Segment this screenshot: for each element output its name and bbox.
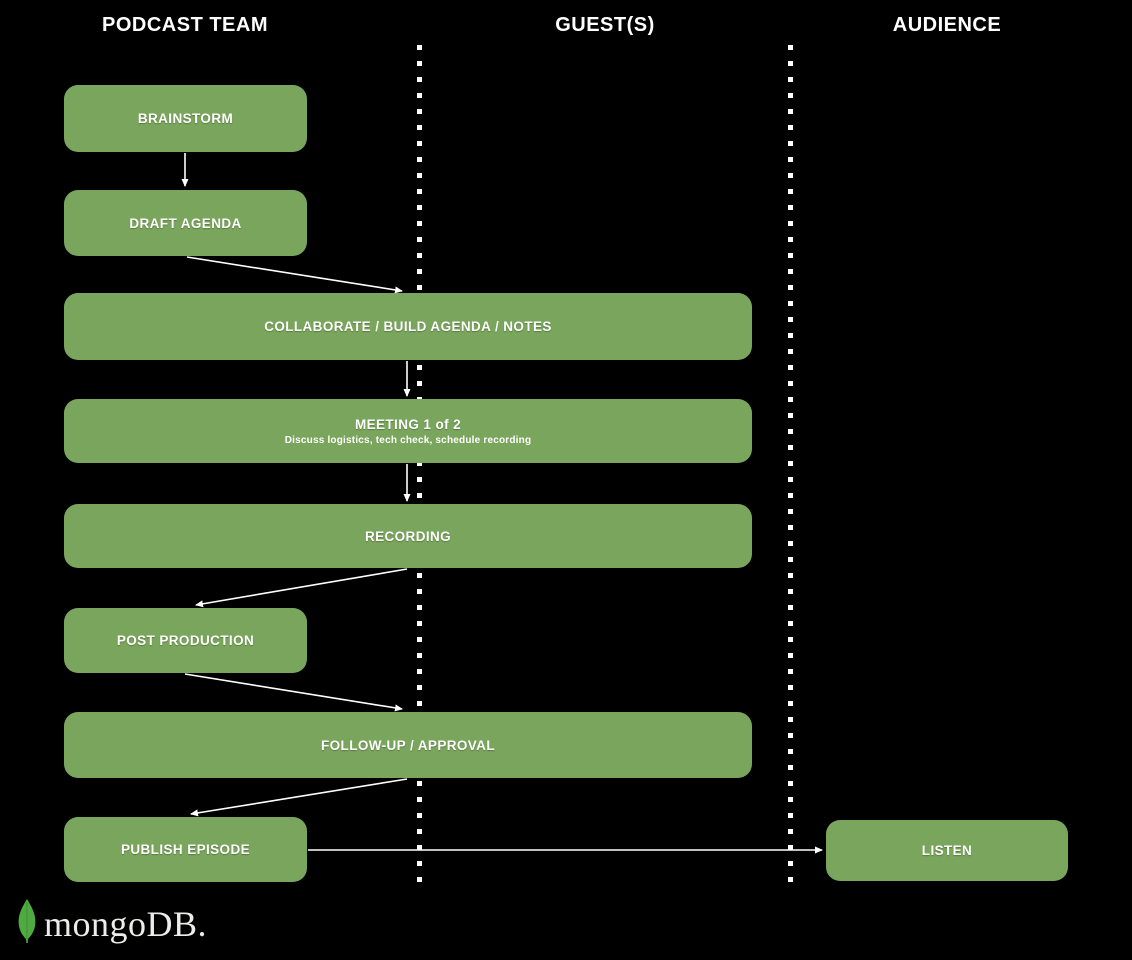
lane-divider-right xyxy=(788,45,793,888)
node-publish-episode: PUBLISH EPISODE xyxy=(64,817,307,882)
mongodb-logo: mongoDB. xyxy=(14,898,207,950)
node-brainstorm-label: BRAINSTORM xyxy=(137,111,234,126)
node-collaborate: COLLABORATE / BUILD AGENDA / NOTES xyxy=(64,293,752,360)
node-brainstorm: BRAINSTORM xyxy=(64,85,307,152)
node-post-production-label: POST PRODUCTION xyxy=(116,633,255,648)
arrow-draft-agenda-to-collaborate xyxy=(186,256,403,294)
mongodb-wordmark: mongoDB. xyxy=(44,904,208,944)
arrow-follow-up-to-publish-episode xyxy=(190,778,408,817)
node-draft-agenda-label: DRAFT AGENDA xyxy=(129,215,242,231)
lane-header-audience: AUDIENCE xyxy=(892,14,1002,36)
node-meeting: MEETING 1 of 2 Discuss logistics, tech c… xyxy=(64,399,752,463)
arrow-post-production-to-follow-up xyxy=(184,673,403,712)
node-follow-up-label: FOLLOW-UP / APPROVAL xyxy=(321,737,495,753)
node-publish-episode-label: PUBLISH EPISODE xyxy=(120,842,251,857)
node-draft-agenda: DRAFT AGENDA xyxy=(64,190,307,256)
node-recording: RECORDING xyxy=(64,504,752,568)
node-recording-label: RECORDING xyxy=(364,528,452,544)
lane-divider-left xyxy=(417,45,422,888)
arrow-recording-to-post-production xyxy=(195,568,408,608)
node-follow-up: FOLLOW-UP / APPROVAL xyxy=(64,712,752,778)
node-listen-label: LISTEN xyxy=(921,843,973,858)
node-meeting-label: MEETING 1 of 2 xyxy=(354,416,462,432)
lane-header-guests: GUEST(S) xyxy=(555,14,655,36)
node-collaborate-label: COLLABORATE / BUILD AGENDA / NOTES xyxy=(264,319,552,334)
lane-header-podcast-team: PODCAST TEAM xyxy=(102,14,268,36)
node-post-production: POST PRODUCTION xyxy=(64,608,307,673)
node-listen: LISTEN xyxy=(826,820,1068,881)
mongodb-leaf-icon xyxy=(18,899,36,943)
node-meeting-sublabel: Discuss logistics, tech check, schedule … xyxy=(284,434,532,446)
